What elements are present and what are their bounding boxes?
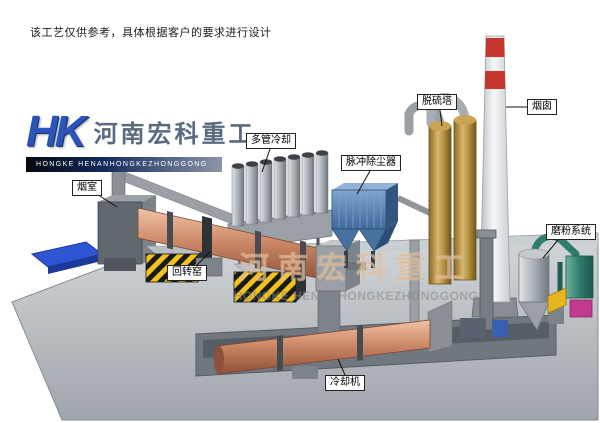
label-pulse-dust-collector: 脉冲除尘器 [341,155,401,171]
label-rotary-kiln: 回转窑 [167,265,207,281]
blue-pad [30,241,104,274]
logo-monogram: HK [26,107,87,156]
company-logo: HK 河南宏科重工 HONGKE HENANHONGKEZHONGGONG [26,110,256,172]
logo-company-name-en: HONGKE HENANHONGKEZHONGGONG [26,157,222,172]
multi-tube-cooler-graphic [227,150,333,268]
rotary-kiln-graphic [137,207,336,283]
logo-company-name-cn: 河南宏科重工 [93,121,256,148]
leader-lines [99,106,559,376]
bucket-elevator-graphic [409,229,508,338]
disclaimer-text: 该工艺仅供参考，具体根据客户的要求进行设计 [30,27,272,39]
label-chimney: 烟囱 [527,99,557,115]
label-cooling-machine: 冷却机 [325,375,365,391]
cooling-machine-graphic [214,300,453,379]
dust-collector-graphic [331,183,398,268]
label-smoke-chamber: 烟室 [72,180,102,196]
kiln-head-graphic [315,240,366,335]
label-desulfurization-tower: 脱硫塔 [417,94,457,110]
label-grinding-system: 磨粉系统 [546,224,596,240]
label-multi-tube-cooler: 多管冷却 [246,133,296,149]
